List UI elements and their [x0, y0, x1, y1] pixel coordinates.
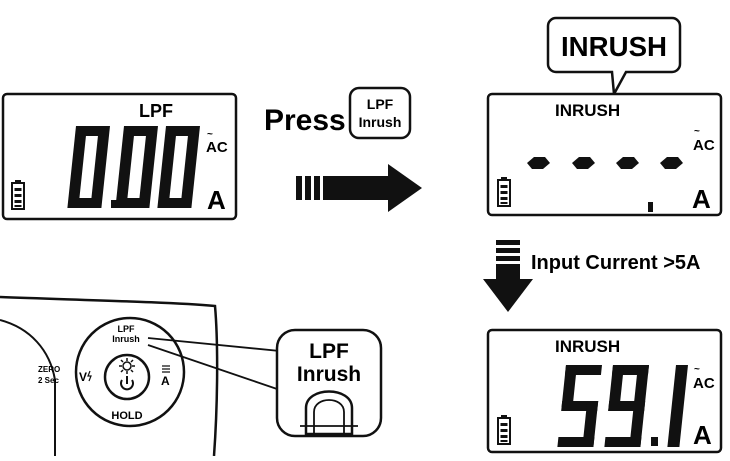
lcd-panel-inrush: INRUSH INRUSH ~ AC A [486, 16, 723, 217]
zoom-leader-lines [147, 337, 291, 391]
battery-icon [11, 179, 25, 210]
unit-a: A [207, 185, 226, 215]
dash-segment [527, 157, 550, 169]
lpf-inrush-key[interactable]: LPF Inrush [348, 86, 412, 140]
inrush-callout: INRUSH [546, 16, 682, 99]
meter-body-outline [0, 295, 219, 457]
digit-1 [667, 365, 688, 447]
ac-tilde: ~ [694, 126, 700, 137]
hold-label: HOLD [111, 410, 142, 422]
ac-dc-icon [162, 365, 170, 373]
finger-press-icon [300, 390, 358, 436]
unit-a: A [693, 420, 712, 450]
lpf-inrush-button-zoom[interactable]: LPF Inrush [275, 328, 383, 438]
key-label-lpf: LPF [367, 96, 394, 112]
battery-icon [497, 414, 511, 445]
right-arrow-icon [296, 164, 422, 212]
digit-0 [157, 126, 200, 208]
zoom-label-lpf: LPF [309, 340, 349, 363]
decimal-point [111, 200, 118, 208]
ac-symbol: AC [693, 375, 715, 392]
dial-lpf-label: LPF [118, 324, 136, 334]
lcd-frame [486, 328, 723, 454]
reading-0-00 [67, 126, 200, 208]
ac-tilde: ~ [207, 129, 213, 140]
decimal-point [648, 202, 653, 212]
dash-segment [572, 157, 595, 169]
zoom-label-inrush: Inrush [297, 363, 361, 386]
key-label-inrush: Inrush [359, 114, 402, 130]
inrush-indicator: INRUSH [555, 337, 620, 356]
unit-a: A [692, 184, 711, 214]
dash-reading [527, 157, 683, 212]
digit-9 [604, 365, 649, 447]
input-current-text: Input Current >5A [531, 252, 700, 274]
reading-59-1 [557, 365, 688, 447]
v-label: V [79, 370, 87, 384]
callout-text: INRUSH [561, 31, 667, 62]
ac-symbol: AC [693, 137, 715, 154]
ac-symbol: AC [206, 139, 228, 156]
backlight-icon [119, 358, 135, 374]
lcd-frame [486, 92, 723, 217]
meter-inner-outline [0, 319, 56, 456]
meter-illustration: ZERO 2 Sec LPF Inrush V A HOLD LPF Inrus… [0, 295, 383, 457]
ac-tilde: ~ [694, 364, 700, 375]
digit-0 [67, 126, 110, 208]
zero-2sec-label: 2 Sec [38, 376, 59, 385]
lpf-indicator: LPF [139, 101, 173, 121]
digit-0 [115, 126, 158, 208]
dial-inrush-label: Inrush [112, 334, 140, 344]
voltage-bolt-icon [87, 370, 92, 382]
inrush-indicator: INRUSH [555, 101, 620, 120]
dash-segment [660, 157, 683, 169]
a-label: A [161, 374, 170, 388]
input-current-step: Input Current >5A [483, 240, 700, 312]
down-arrow-icon [483, 240, 533, 312]
decimal-point [651, 437, 658, 446]
battery-icon [497, 176, 511, 207]
zero-label: ZERO [38, 365, 60, 374]
digit-5 [557, 365, 602, 447]
power-icon [120, 376, 134, 391]
lcd-panel-result: INRUSH ~ [486, 328, 723, 454]
press-step: Press LPF Inrush [264, 86, 422, 212]
press-text: Press [264, 104, 346, 137]
lcd-panel-lpf: LPF ~ AC A [1, 92, 238, 221]
dash-segment [616, 157, 639, 169]
